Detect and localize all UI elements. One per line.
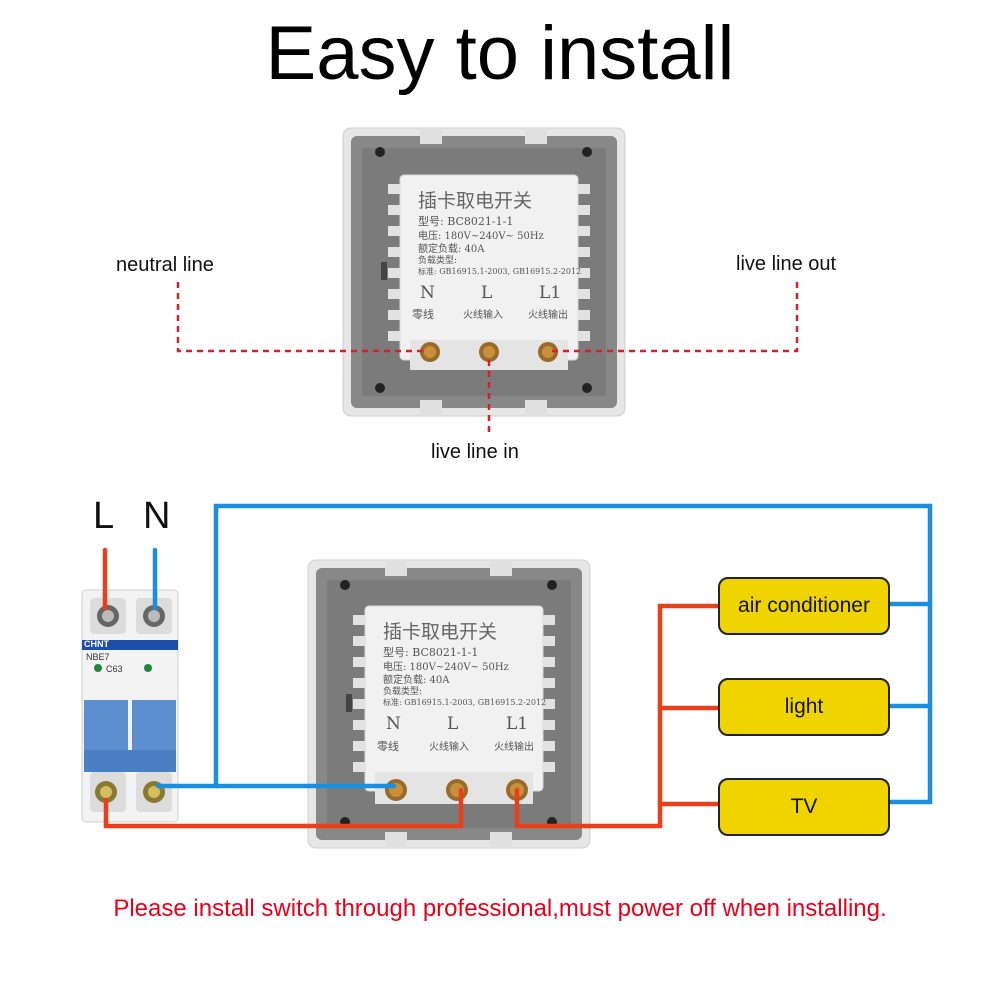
breaker-label-l: L <box>93 495 115 537</box>
neutral-wires <box>152 503 933 805</box>
load-light: light <box>718 678 890 736</box>
module-name: 插卡取电开关 <box>383 621 498 643</box>
terminal-l1: L1 <box>506 714 529 734</box>
terminal-l: L <box>481 283 493 303</box>
terminal-label-neutral: 零线 <box>377 740 399 753</box>
breaker-label-n: N <box>143 495 171 537</box>
module-standard: 标准: GB16915.1-2003, GB16915.2-2012 <box>418 267 582 276</box>
terminal-label-neutral: 零线 <box>412 308 434 321</box>
breaker-brand: CHNT <box>84 639 109 649</box>
load-tv: TV <box>718 778 890 836</box>
page-title: Easy to install <box>265 11 735 96</box>
top-dashed-callouts <box>176 282 799 432</box>
module-standard: 标准: GB16915.1-2003, GB16915.2-2012 <box>383 698 547 707</box>
top-terminal-screws <box>420 342 558 362</box>
terminal-label-live-in: 火线输入 <box>463 310 503 321</box>
module-voltage: 电压: 180V~240V~ 50Hz <box>383 662 509 673</box>
module-model: 型号: BC8021-1-1 <box>418 215 514 228</box>
terminal-label-live-out: 火线输出 <box>528 310 568 321</box>
terminal-l1: L1 <box>539 283 562 303</box>
module-voltage: 电压: 180V~240V~ 50Hz <box>418 231 544 242</box>
module-name: 插卡取电开关 <box>418 190 533 212</box>
live-line-out-label: live line out <box>736 253 837 275</box>
module-load-type: 负载类型: <box>383 687 423 697</box>
top-switch-module <box>388 174 590 370</box>
terminal-label-live-in: 火线输入 <box>429 742 469 753</box>
load-air-conditioner: air conditioner <box>718 577 890 635</box>
module-load-type: 负载类型: <box>418 256 458 266</box>
terminal-n: N <box>420 283 435 303</box>
terminal-label-live-out: 火线输出 <box>494 742 534 753</box>
warning-text: Please install switch through profession… <box>113 895 887 922</box>
live-wires <box>102 547 721 829</box>
live-line-in-label: live line in <box>431 441 519 463</box>
module-rated-load: 额定负载: 40A <box>383 675 450 686</box>
neutral-line-label: neutral line <box>116 254 214 276</box>
terminal-l: L <box>447 714 459 734</box>
breaker-model: NBE7 <box>86 652 110 662</box>
terminal-n: N <box>386 714 401 734</box>
breaker-rating: C63 <box>106 664 123 674</box>
module-model: 型号: BC8021-1-1 <box>383 646 479 659</box>
module-rated-load: 额定负载: 40A <box>418 244 485 255</box>
